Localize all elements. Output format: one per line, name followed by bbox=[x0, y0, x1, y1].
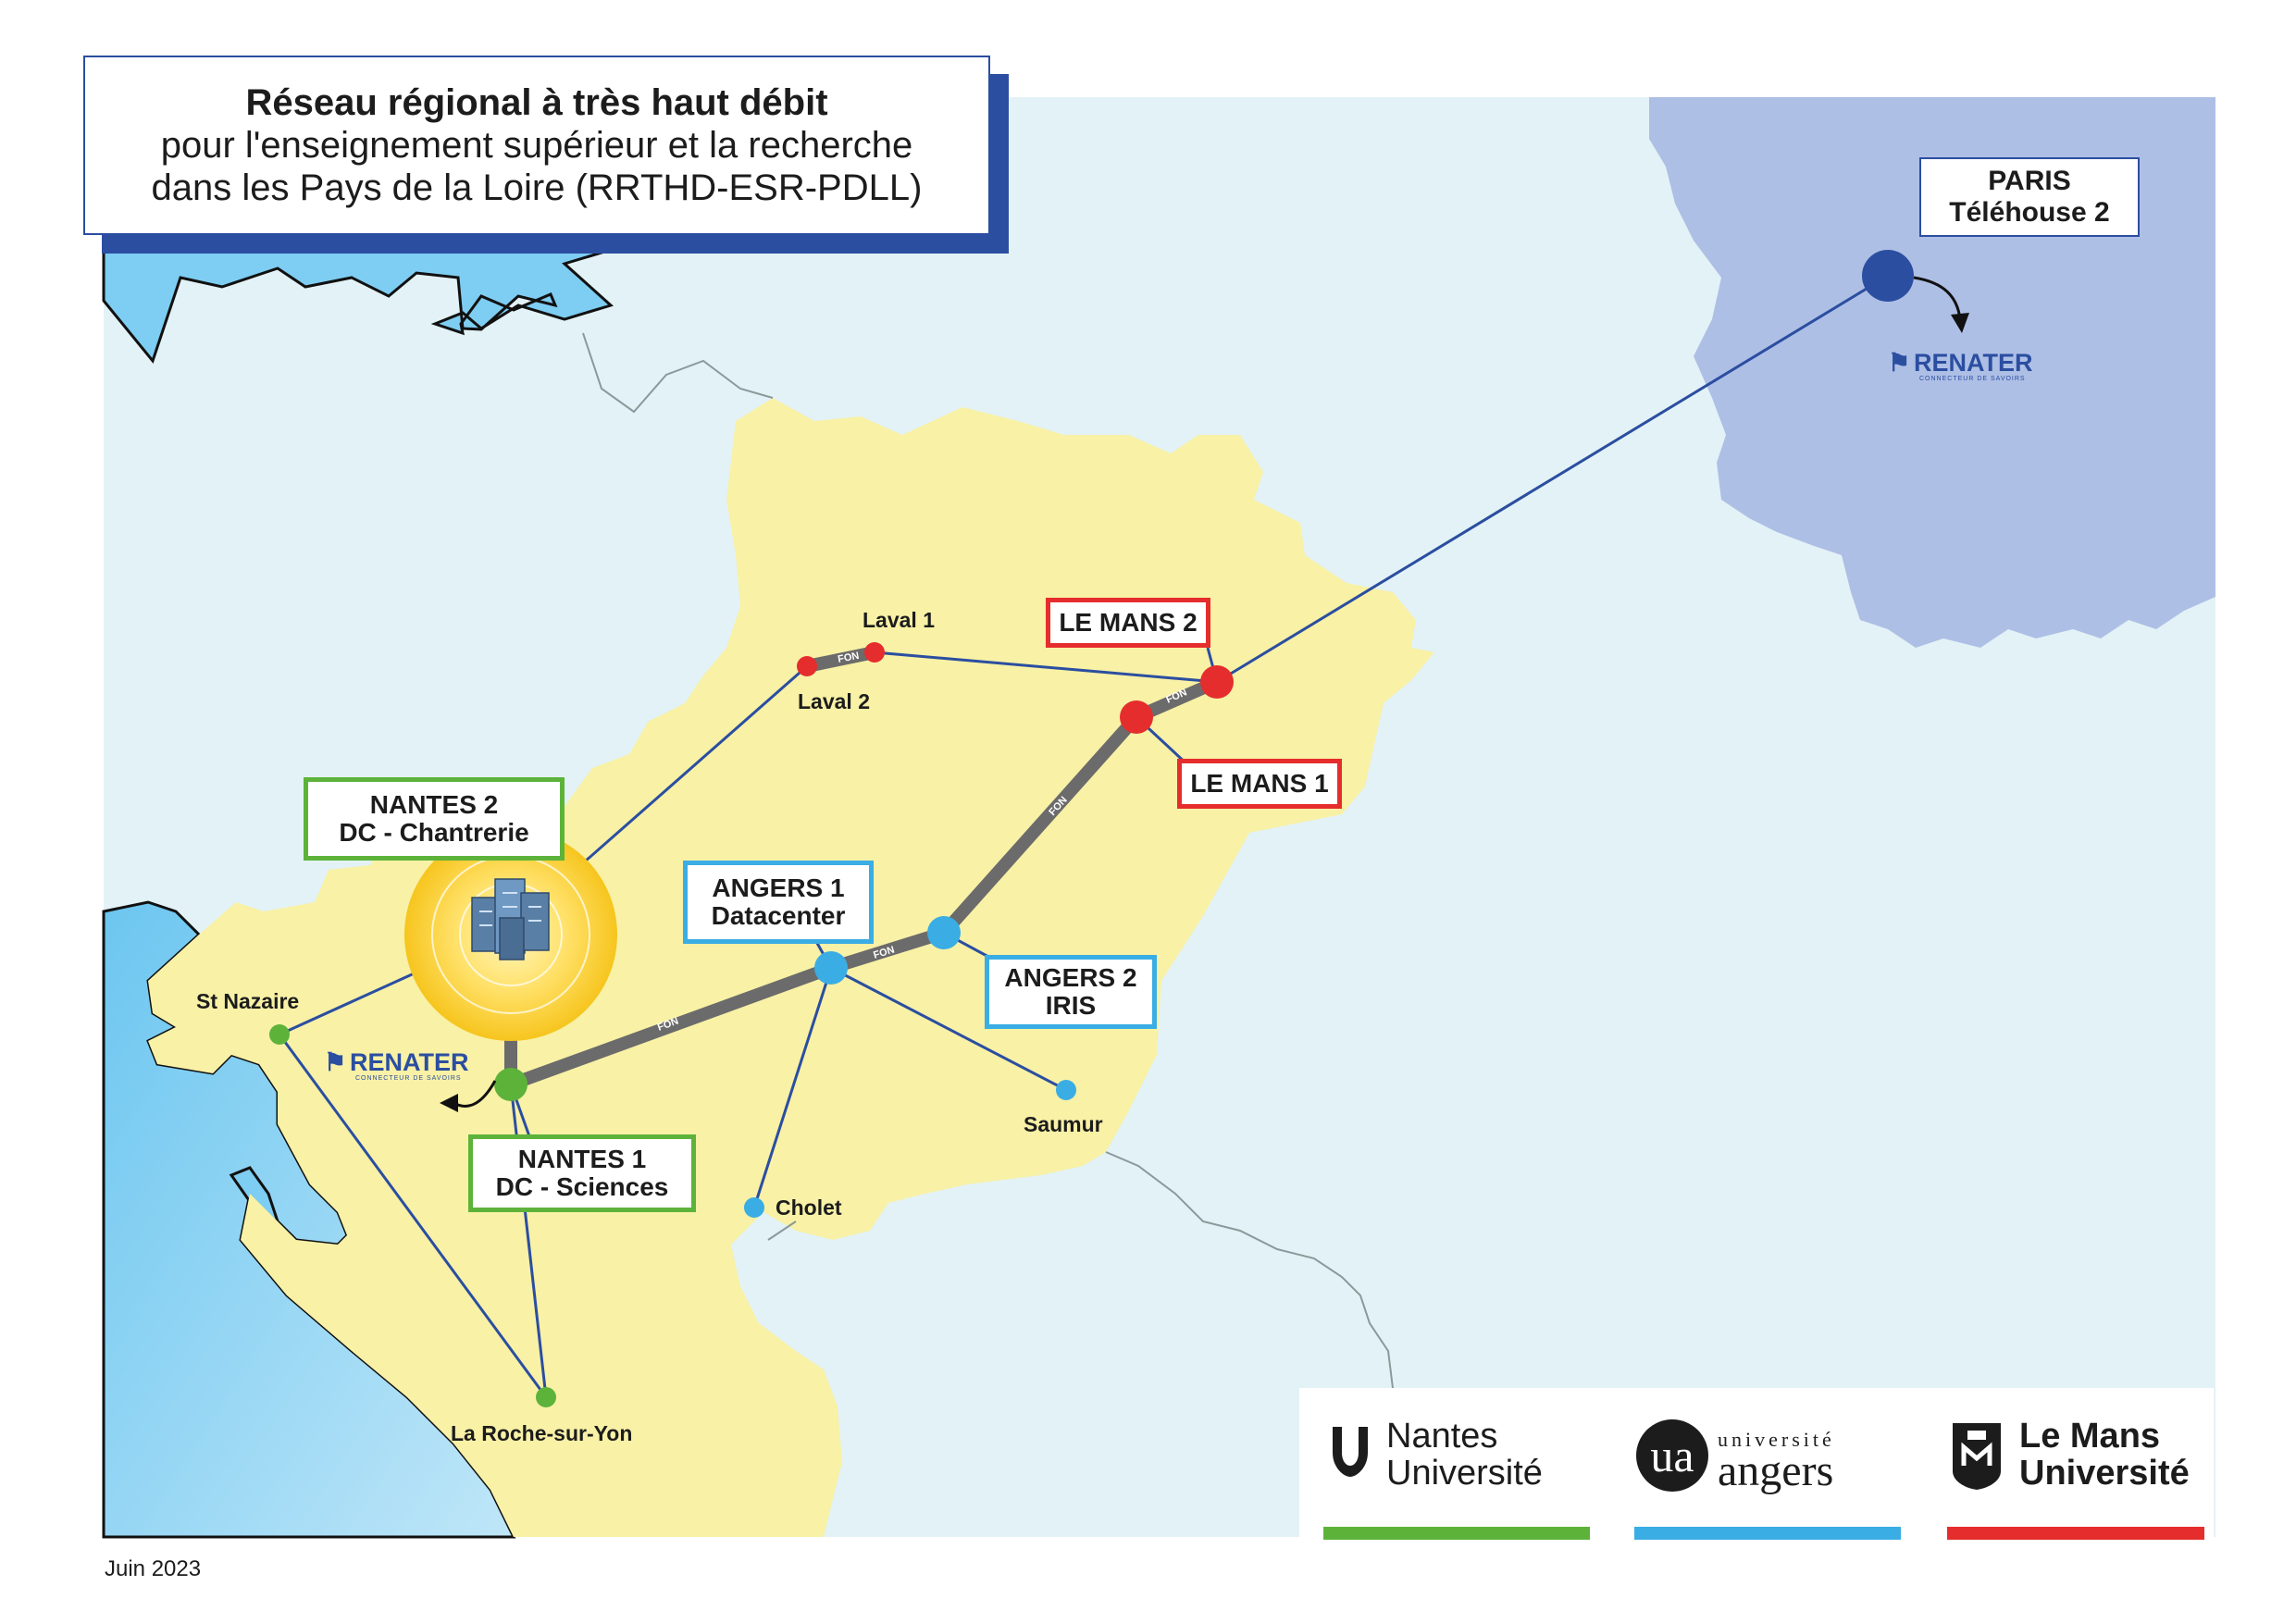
city-la-roche: La Roche-sur-Yon bbox=[451, 1421, 633, 1445]
title-line-2: pour l'enseignement supérieur et la rech… bbox=[160, 125, 913, 166]
label-paris-line-2: Téléhouse 2 bbox=[1949, 197, 2110, 228]
arrow-paris-renater-icon bbox=[1913, 276, 1962, 320]
angers-color-bar bbox=[1634, 1527, 1901, 1540]
node-paris bbox=[1862, 250, 1914, 302]
lemans-logo-text: Le Mans Université bbox=[2019, 1417, 2190, 1493]
building-icon bbox=[471, 878, 550, 960]
city-cholet: Cholet bbox=[776, 1196, 842, 1220]
label-nantes-1: NANTES 1 DC - Sciences bbox=[468, 1134, 696, 1212]
lemans-logo-icon bbox=[1953, 1423, 2001, 1490]
label-nantes-1-line-1: NANTES 1 bbox=[517, 1145, 647, 1173]
fon-link-nantes-angers bbox=[504, 961, 838, 1091]
nantes-logo-icon bbox=[1329, 1427, 1371, 1479]
node-cholet bbox=[744, 1197, 764, 1218]
label-le-mans-2-text: LE MANS 2 bbox=[1059, 608, 1198, 637]
node-saumur bbox=[1056, 1080, 1076, 1100]
city-laval-2: Laval 2 bbox=[798, 689, 870, 713]
label-paris: PARIS Téléhouse 2 bbox=[1919, 157, 2140, 237]
nantes-logo-text: Nantes Université bbox=[1386, 1417, 1543, 1493]
fon-link-laval bbox=[800, 646, 881, 673]
link-lemans-paris bbox=[1216, 274, 1889, 684]
renater-name-nantes: ⚑RENATER bbox=[324, 1048, 469, 1076]
label-nantes-2-line-2: DC - Chantrerie bbox=[339, 818, 529, 847]
arrowhead-paris-icon bbox=[1951, 313, 1969, 333]
city-saumur: Saumur bbox=[1024, 1112, 1103, 1136]
label-nantes-2: NANTES 2 DC - Chantrerie bbox=[304, 777, 565, 861]
renater-tagline-paris: CONNECTEUR DE SAVOIRS bbox=[1919, 376, 2026, 382]
label-le-mans-1: LE MANS 1 bbox=[1177, 759, 1342, 809]
border-line-east bbox=[1105, 1151, 1394, 1389]
node-le-mans-2 bbox=[1200, 665, 1234, 699]
city-laval-1: Laval 1 bbox=[863, 608, 935, 632]
renater-logo-paris: ⚑RENATER CONNECTEUR DE SAVOIRS bbox=[1888, 350, 2033, 382]
label-le-mans-1-text: LE MANS 1 bbox=[1190, 769, 1329, 798]
renater-mark-icon: ⚑ bbox=[324, 1048, 347, 1076]
link-angers-saumur bbox=[830, 966, 1067, 1092]
nantes2-datacenter bbox=[404, 828, 617, 1041]
label-angers-1: ANGERS 1 Datacenter bbox=[683, 861, 874, 944]
arrowhead-nantes-icon bbox=[440, 1094, 458, 1112]
renater-tagline-nantes: CONNECTEUR DE SAVOIRS bbox=[355, 1075, 462, 1082]
label-angers-2-line-1: ANGERS 2 bbox=[1004, 963, 1137, 992]
region-pays-de-la-loire bbox=[148, 398, 1434, 1537]
label-angers-1-line-1: ANGERS 1 bbox=[712, 873, 845, 902]
node-le-mans-1 bbox=[1120, 700, 1153, 734]
node-angers-1 bbox=[814, 951, 848, 985]
border-line bbox=[582, 332, 774, 414]
partner-logos: Nantes Université ua université angers L… bbox=[1299, 1388, 2214, 1542]
link-stnazaire-laroche bbox=[278, 1034, 548, 1398]
fon-label-laval: FON bbox=[837, 650, 860, 665]
node-st-nazaire bbox=[269, 1024, 290, 1045]
renater-mark-icon: ⚑ bbox=[1888, 349, 1911, 377]
title-line-3: dans les Pays de la Loire (RRTHD-ESR-PDL… bbox=[151, 167, 923, 208]
map-date: Juin 2023 bbox=[105, 1556, 202, 1581]
city-st-nazaire: St Nazaire bbox=[196, 989, 300, 1013]
border-line-south bbox=[767, 1220, 797, 1241]
node-nantes-1 bbox=[494, 1068, 527, 1101]
title-line-1: Réseau régional à très haut débit bbox=[245, 82, 828, 123]
link-laval-lemans bbox=[874, 650, 1218, 684]
angers-logo-icon: ua bbox=[1636, 1419, 1708, 1492]
node-angers-2 bbox=[927, 916, 961, 949]
label-angers-2-line-2: IRIS bbox=[1045, 991, 1097, 1020]
renater-logo-nantes: ⚑RENATER CONNECTEUR DE SAVOIRS bbox=[324, 1049, 469, 1082]
label-le-mans-2: LE MANS 2 bbox=[1046, 598, 1210, 648]
fon-link-angers bbox=[825, 926, 950, 974]
node-laval-2 bbox=[797, 656, 817, 676]
lemans-color-bar bbox=[1947, 1527, 2204, 1540]
label-nantes-2-line-1: NANTES 2 bbox=[369, 790, 499, 819]
renater-name-paris: ⚑RENATER bbox=[1888, 349, 2033, 377]
node-la-roche bbox=[536, 1387, 556, 1407]
nodes bbox=[269, 250, 1914, 1407]
fon-link-angers-lemans bbox=[937, 711, 1143, 939]
map-title: Réseau régional à très haut débit pour l… bbox=[83, 56, 990, 235]
label-angers-2: ANGERS 2 IRIS bbox=[985, 955, 1157, 1029]
label-angers-1-line-2: Datacenter bbox=[711, 901, 846, 930]
link-angers-cholet bbox=[752, 967, 833, 1208]
label-nantes-1-line-2: DC - Sciences bbox=[495, 1172, 669, 1201]
angers-logo-text: université angers bbox=[1718, 1428, 1835, 1495]
node-laval-1 bbox=[864, 642, 885, 663]
nantes-color-bar bbox=[1323, 1527, 1590, 1540]
label-paris-line-1: PARIS bbox=[1988, 166, 2071, 196]
